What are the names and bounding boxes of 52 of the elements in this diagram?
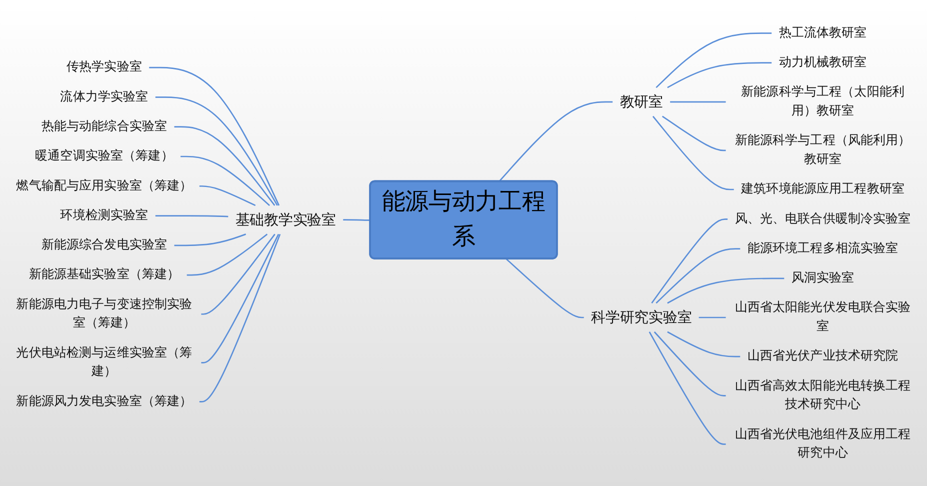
connector [186,233,268,276]
node-text: 热能与动能综合实验室 [41,118,168,134]
connector [667,330,740,357]
connector [667,62,772,88]
node-text: 环境检测实验室 [60,208,148,222]
connector [155,214,228,217]
node-text: 新能源电力电子与变速控制实验室（筹建） [16,296,192,330]
node-text: 教研室 [620,92,663,110]
node-text: 山西省光伏产业技术研究院 [747,348,898,363]
node-text: 暖通空调实验室（筹建） [35,148,174,163]
connector [201,233,280,363]
node-text: 新能源综合发电实验室 [41,237,168,252]
connector [174,233,246,246]
connector [670,100,726,102]
connector [343,218,371,221]
node-text: 能源环境工程多相流实验室 [747,240,898,256]
node-text: 动力机械教研室 [778,54,867,70]
node-text: 新能源基础实验室（筹建） [28,267,180,282]
node-text: 热工流体教研室 [778,25,867,40]
connector [698,316,726,318]
node-text: 燃气输配与应用实验室（筹建） [16,178,192,192]
node-text: 流体力学实验室 [60,89,148,104]
connector [656,248,740,304]
node-text: 新能源科学与工程（太阳能利用）教研室 [741,84,905,118]
connector [199,185,256,206]
node-text: 科学研究实验室 [591,308,692,326]
node-text: 光伏电站检测与运维实验室（筹建） [16,345,192,378]
connector [498,100,613,182]
node-text: 山西省光伏电池组件及应用工程研究中心 [734,426,911,460]
node-text: 建筑环境能源应用工程教研室 [741,181,905,196]
connector [662,115,726,151]
node-text: 新能源科学与工程（风能利用）教研室 [734,132,911,166]
connector [199,234,281,402]
node-text: 新能源风力发电实验室（筹建） [16,394,192,408]
connector [149,66,280,206]
connector [651,218,728,304]
connector [174,126,276,206]
node-text: 风、光、电联合供暖制冷实验室 [734,211,911,226]
connector [652,115,734,190]
connector [180,155,270,206]
connector [648,331,726,444]
node-text: 山西省太阳能光伏发电联合实验室 [734,300,911,334]
node-text: 基础教学实验室 [235,210,336,228]
connector [506,258,584,318]
connector [654,331,726,396]
node-text: 山西省高效太阳能光电转换工程技术研究中心 [734,378,911,412]
connector [201,233,276,314]
connector [155,96,278,206]
node-text: 风洞实验室 [791,270,854,285]
connector [656,32,772,88]
connector [667,277,784,304]
node-text: 传热学实验室 [66,60,142,74]
